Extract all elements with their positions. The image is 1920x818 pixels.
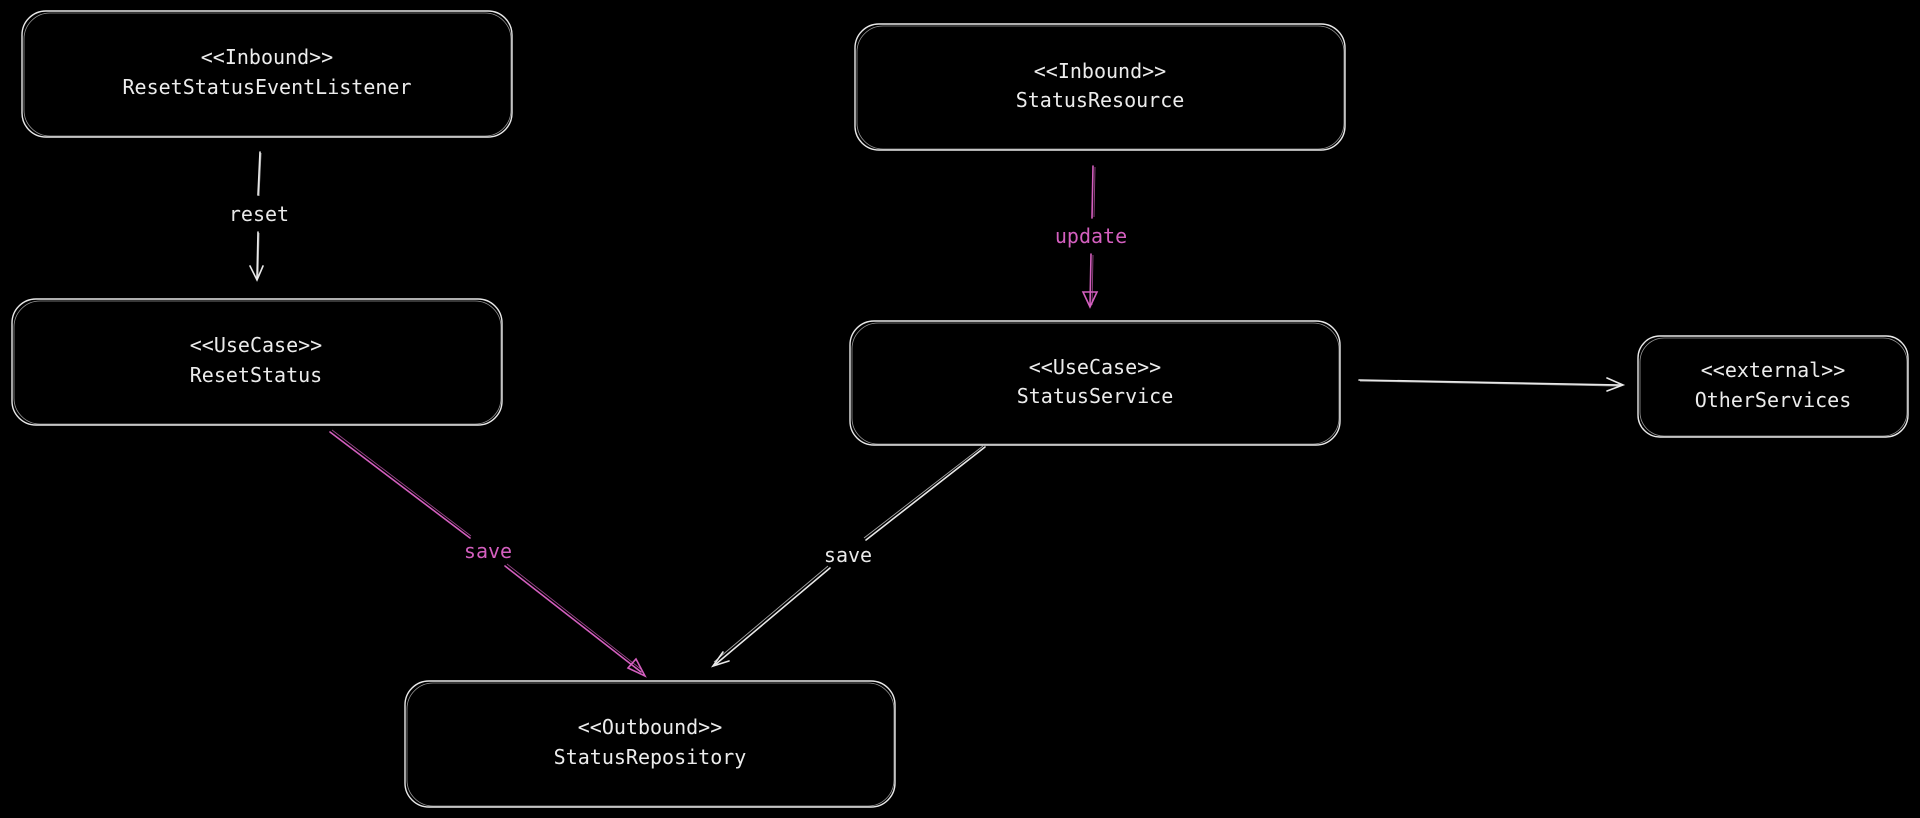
edge-resource-to-service[interactable]: update <box>1055 165 1127 309</box>
node-stereotype: <<external>> <box>1701 358 1846 382</box>
edge-line-top <box>257 151 261 196</box>
node-stereotype: <<Inbound>> <box>1034 59 1166 83</box>
node-stereotype: <<Inbound>> <box>201 45 333 69</box>
arrowhead-icon <box>249 265 264 282</box>
node-status-resource[interactable]: <<Inbound>> StatusResource <box>854 23 1346 151</box>
edge-line <box>1358 379 1622 386</box>
edge-line-top <box>1091 165 1094 219</box>
node-name: StatusRepository <box>554 745 747 769</box>
edge-line-bottom <box>504 565 642 673</box>
edge-service-to-repository[interactable]: save <box>710 445 986 668</box>
arrowhead-icon <box>626 657 647 678</box>
edge-reset-to-repository[interactable]: save <box>329 429 647 678</box>
edge-service-to-other[interactable] <box>1358 377 1626 392</box>
edge-line-bottom <box>1089 253 1092 307</box>
node-border <box>1637 335 1909 438</box>
arrowhead-icon <box>1081 291 1099 309</box>
edge-listener-to-reset[interactable]: reset <box>229 151 289 282</box>
node-border <box>404 680 896 808</box>
edge-label-save-reset: save <box>464 539 512 563</box>
node-stereotype: <<UseCase>> <box>1029 355 1161 379</box>
node-name: StatusService <box>1017 384 1174 408</box>
node-name: StatusResource <box>1016 88 1185 112</box>
node-status-repository[interactable]: <<Outbound>> StatusRepository <box>404 680 896 808</box>
edge-line-top <box>865 446 986 541</box>
arrowhead-icon <box>1606 377 1626 392</box>
node-status-service[interactable]: <<UseCase>> StatusService <box>849 320 1341 446</box>
node-border <box>849 320 1341 446</box>
node-border <box>854 23 1346 151</box>
node-stereotype: <<UseCase>> <box>190 333 322 357</box>
node-reset-status[interactable]: <<UseCase>> ResetStatus <box>11 298 503 426</box>
edge-line-top <box>329 431 471 539</box>
edge-label-update: update <box>1055 224 1127 248</box>
node-name: ResetStatus <box>190 363 322 387</box>
node-name: OtherServices <box>1695 388 1852 412</box>
edge-line-bottom <box>256 231 259 279</box>
edge-line-bottom <box>715 567 831 665</box>
node-reset-status-event-listener[interactable]: <<Inbound>> ResetStatusEventListener <box>21 10 513 138</box>
edge-label-save-service: save <box>824 543 872 567</box>
node-other-services[interactable]: <<external>> OtherServices <box>1637 335 1909 438</box>
node-name: ResetStatusEventListener <box>123 75 412 99</box>
node-stereotype: <<Outbound>> <box>578 715 723 739</box>
edge-label-reset: reset <box>229 202 289 226</box>
arrowhead-icon <box>710 651 730 668</box>
node-border <box>11 298 503 426</box>
node-border <box>21 10 513 138</box>
